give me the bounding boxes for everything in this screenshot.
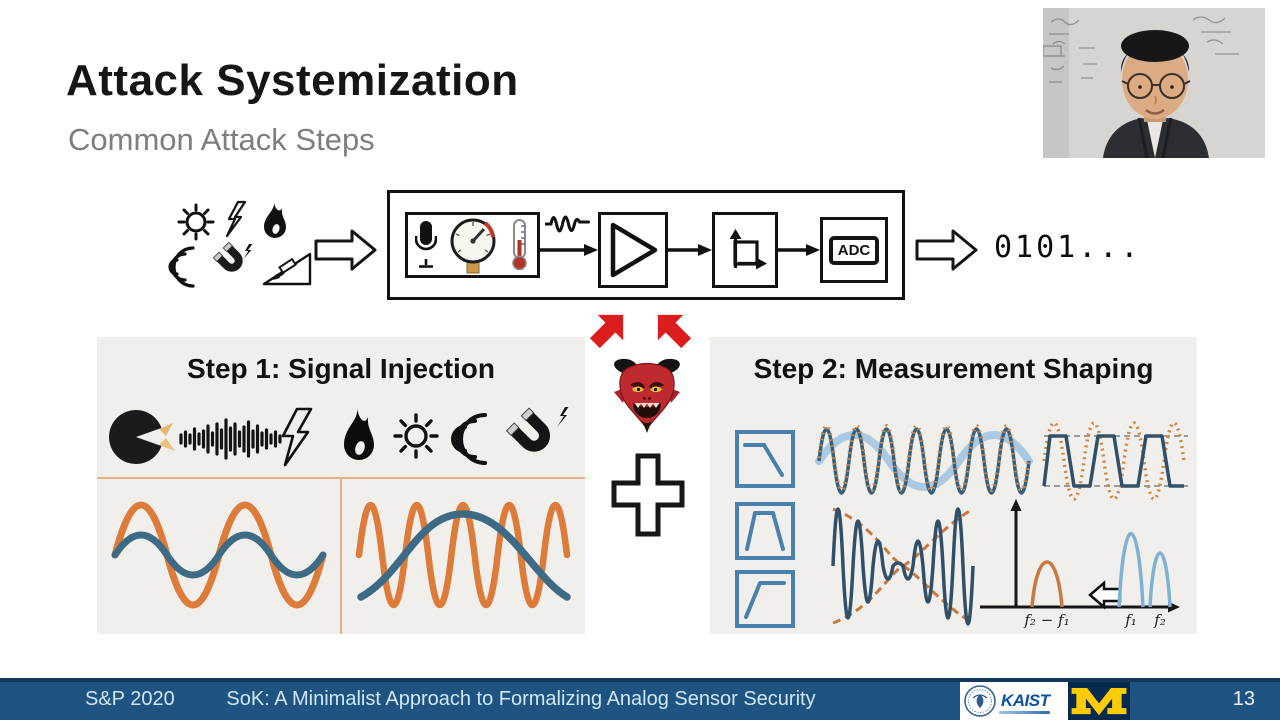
connector-arrow xyxy=(540,244,598,256)
band-pass-filter-icon xyxy=(735,502,795,560)
pressure-gauge-icon xyxy=(450,218,496,274)
step1-icon-row xyxy=(109,407,569,467)
sensor-block xyxy=(405,212,540,278)
saturation-chart xyxy=(1042,421,1188,501)
presenter-avatar xyxy=(1043,8,1265,158)
thermometer-icon xyxy=(512,219,527,271)
sound-waves-icon xyxy=(451,413,487,465)
conference-label: S&P 2020 xyxy=(85,688,175,710)
f2-peak xyxy=(1148,551,1172,608)
paper-title: SoK: A Minimalist Approach to Formalizin… xyxy=(226,688,816,710)
glasses xyxy=(1121,73,1191,99)
adc-label: ADC xyxy=(828,235,880,265)
magnet-icon xyxy=(505,407,569,452)
plus-sign-icon xyxy=(611,453,685,537)
flame-icon xyxy=(264,202,286,238)
step1-header: Step 1: Signal Injection xyxy=(186,353,496,384)
low-pass-filter-icon xyxy=(735,430,795,488)
connector-arrow xyxy=(668,244,712,256)
injection-wave-chart-right xyxy=(355,501,571,609)
step1-panel: Step 1: Signal Injection xyxy=(97,337,585,634)
kaist-swoosh xyxy=(999,711,1050,714)
high-pass-filter-icon xyxy=(735,570,795,628)
sun-icon xyxy=(393,413,439,459)
lightning-icon xyxy=(281,407,313,467)
stimuli-icon-group xyxy=(168,200,312,288)
freq-f2-label: f₂ xyxy=(1153,611,1166,629)
webcam-overlay xyxy=(1043,8,1265,158)
logo-strip: KAIST xyxy=(960,682,1068,720)
frequency-spectrum-chart: f₂ − f₁ f₁ f₂ xyxy=(980,499,1180,629)
page-number: 13 xyxy=(1232,688,1255,710)
output-arrow-icon xyxy=(915,229,978,271)
connector-arrow xyxy=(778,244,820,256)
sun-icon xyxy=(177,203,215,241)
devil-attacker-icon xyxy=(614,358,680,433)
injection-wave-chart-left xyxy=(111,501,327,609)
tilt-incline-icon xyxy=(262,252,312,286)
zhejiang-university-seal-icon xyxy=(964,685,996,717)
adc-block: ADC xyxy=(820,217,888,283)
sample-hold-icon xyxy=(729,229,767,270)
footer-accent-line xyxy=(0,678,1280,682)
flame-icon xyxy=(344,408,374,460)
shift-left-arrow-icon xyxy=(1088,580,1122,610)
attack-arrow-right-icon xyxy=(657,314,692,349)
freq-f1-label: f₁ xyxy=(1124,611,1137,629)
page-title: Attack Systemization xyxy=(66,56,519,105)
intermodulation-peak xyxy=(1030,560,1064,608)
digital-output-bits: 0101... xyxy=(994,230,1142,265)
sound-waves-icon xyxy=(168,246,195,288)
f1-peak xyxy=(1117,532,1145,608)
whiteboard-scribbles xyxy=(1043,16,1239,83)
input-arrow-icon xyxy=(314,229,377,271)
step2-header: Step 2: Measurement Shaping xyxy=(753,353,1154,384)
amplitude-modulation-chart xyxy=(831,507,975,626)
kaist-logo: KAIST xyxy=(1001,691,1050,710)
magnet-icon xyxy=(212,241,253,272)
audio-waveform-icon xyxy=(179,418,282,460)
michigan-block-m-icon xyxy=(1068,682,1130,720)
freq-diff-label: f₂ − f₁ xyxy=(1023,611,1069,629)
amplifier-triangle-icon xyxy=(610,222,658,278)
amplifier-block xyxy=(598,212,668,288)
speaking-head-icon xyxy=(109,410,175,464)
page-subtitle: Common Attack Steps xyxy=(68,122,375,157)
microphone-icon xyxy=(415,221,438,268)
step2-panel: Step 2: Measurement Shaping xyxy=(710,337,1197,634)
panel-divider-vertical xyxy=(340,477,342,634)
sample-hold-block xyxy=(712,212,778,288)
aliasing-chart xyxy=(815,424,1033,495)
attack-arrow-left-icon xyxy=(589,314,624,349)
lightning-icon xyxy=(225,200,247,238)
signal-squiggle-icon xyxy=(545,215,590,233)
